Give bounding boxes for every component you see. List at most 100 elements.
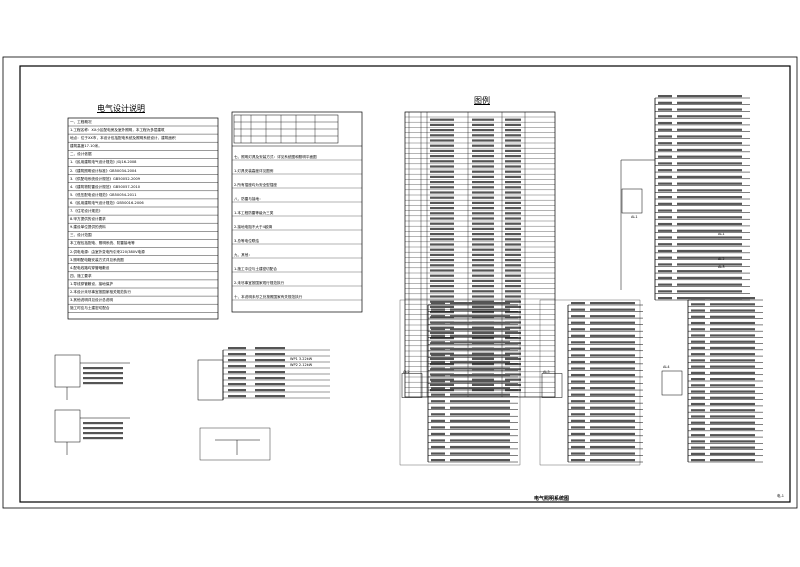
circuit-label — [710, 446, 755, 449]
circuit-label — [677, 189, 742, 192]
legend-name — [430, 269, 454, 272]
legend-model — [472, 253, 494, 256]
breaker-label — [691, 309, 705, 312]
legend-spec — [505, 243, 521, 246]
breaker-label — [691, 334, 705, 337]
breaker-label — [571, 321, 585, 324]
circuit-label — [450, 360, 510, 364]
legend-model — [472, 269, 494, 272]
breaker-label — [571, 354, 585, 357]
circuit-label — [450, 315, 510, 318]
circuit-label — [590, 400, 635, 403]
legend-name — [430, 253, 454, 256]
breaker-label — [571, 413, 585, 416]
annotation-wp1: WP1 3.22kW — [290, 357, 313, 361]
breaker-label — [691, 297, 705, 300]
legend-model — [472, 357, 494, 360]
breaker-label — [571, 419, 585, 422]
breaker-label — [658, 101, 672, 104]
legend-model — [472, 222, 494, 225]
notes-line: 3.《供配电系统设计规范》GB50052-2009 — [70, 176, 141, 181]
circuit-label — [255, 395, 285, 398]
panel-box — [401, 373, 423, 398]
breaker-label — [691, 415, 705, 418]
circuit-label — [590, 406, 635, 409]
breaker-label — [691, 303, 705, 306]
legend-name — [430, 311, 454, 314]
circuit-label — [677, 121, 742, 125]
breaker-label — [658, 135, 672, 138]
notes-line: 三、设计范围 — [70, 233, 92, 238]
legend-name — [430, 191, 454, 194]
breaker-label — [658, 162, 672, 165]
circuit-label — [710, 390, 755, 393]
circuit-label — [710, 297, 755, 300]
legend-name — [430, 144, 454, 147]
legend-name — [430, 233, 454, 236]
notes-table — [67, 117, 219, 320]
breaker-label — [691, 328, 705, 331]
legend-spec — [505, 191, 521, 194]
legend-name — [430, 118, 454, 121]
legend-model — [472, 118, 494, 121]
breaker-label — [228, 371, 246, 374]
legend-spec — [505, 248, 521, 251]
breaker-label — [691, 365, 705, 368]
breaker-label — [691, 384, 705, 387]
legend-model — [472, 279, 494, 282]
legend-name — [430, 378, 454, 381]
legend-spec — [505, 181, 521, 184]
circuit-label — [450, 302, 510, 305]
circuit-label — [710, 421, 755, 424]
legend-name — [430, 207, 454, 210]
breaker-label — [658, 249, 672, 253]
circuit-label — [450, 459, 510, 462]
breaker-label — [571, 360, 585, 364]
breaker-label — [431, 439, 445, 442]
legend-model — [472, 243, 494, 246]
breaker-label — [431, 406, 445, 409]
notes-line: 一、工程概况 — [70, 120, 92, 124]
circuit-label — [710, 346, 755, 350]
breaker-label — [431, 354, 445, 357]
breaker-label — [431, 360, 445, 364]
breaker-label — [571, 406, 585, 409]
legend-model — [472, 295, 494, 298]
circuit-label — [450, 321, 510, 324]
circuit-label — [677, 270, 742, 273]
legend-model — [472, 326, 494, 329]
breaker-label — [228, 365, 246, 368]
notes2-line: 七、照明灯具及安装方式：详见系统图和照明平面图 — [234, 155, 317, 159]
legend-spec — [505, 331, 521, 334]
legend-name — [430, 222, 454, 225]
circuit-label — [677, 115, 742, 118]
legend-spec — [505, 269, 521, 272]
circuit-label — [710, 396, 755, 399]
breaker-label — [658, 115, 672, 118]
breaker-label — [691, 440, 705, 443]
legend-spec — [505, 311, 521, 314]
circuit-label — [450, 380, 510, 383]
legend-name — [430, 170, 454, 173]
legend-spec — [505, 186, 521, 189]
breaker-label — [691, 396, 705, 399]
breaker-label — [571, 459, 585, 462]
legend-model — [472, 259, 494, 262]
breaker-label — [228, 389, 246, 392]
breaker-label — [658, 216, 672, 219]
breaker-label — [571, 341, 585, 344]
breaker-label — [431, 426, 445, 429]
legend-model — [472, 290, 494, 293]
legend-spec — [505, 378, 521, 381]
circuit-label — [677, 290, 742, 293]
circuit-label — [590, 302, 635, 305]
notes-line: 4.《建筑物防雷设计规范》GB50057-2010 — [70, 184, 141, 189]
breaker-label — [691, 390, 705, 393]
circuit-label — [710, 440, 755, 443]
breaker-label — [658, 256, 672, 259]
circuit-label — [710, 340, 755, 343]
circuit-label — [677, 148, 742, 152]
breaker-label — [691, 321, 705, 325]
circuit-label — [590, 341, 635, 344]
